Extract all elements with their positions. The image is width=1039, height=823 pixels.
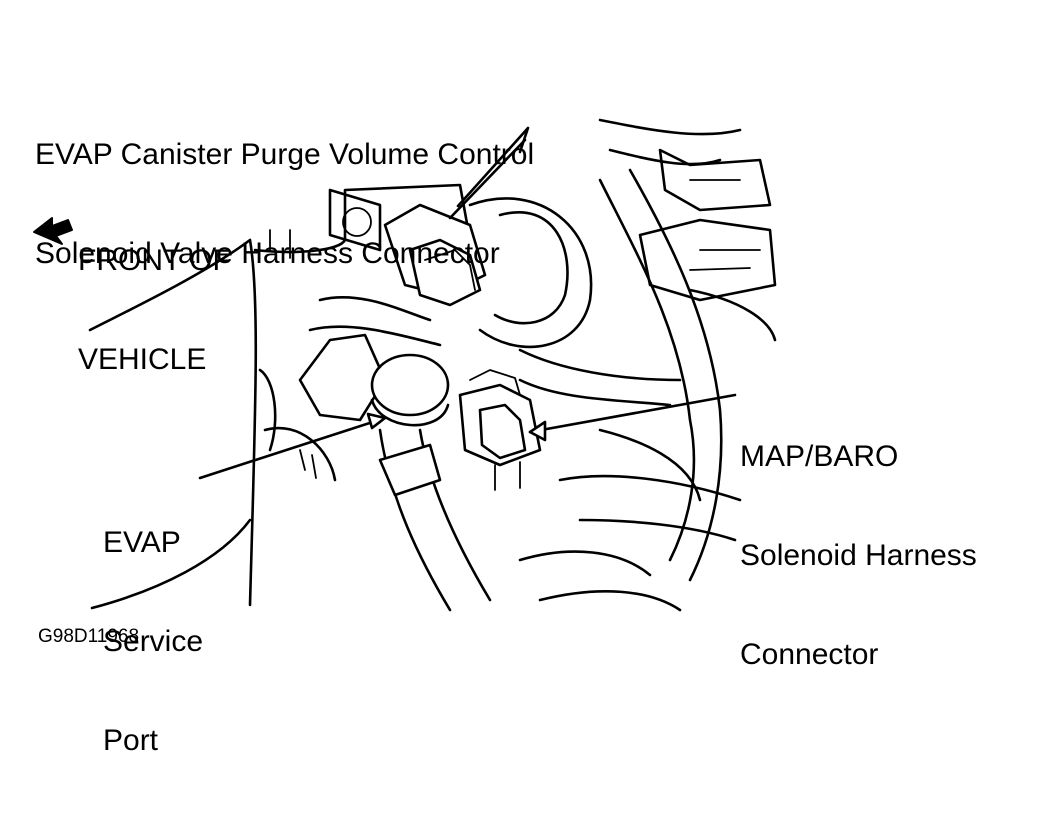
evap-purge-label: EVAP Canister Purge Volume Control Solen… <box>35 72 534 336</box>
map-baro-arrowhead <box>528 420 547 442</box>
evap-purge-label-line-1: EVAP Canister Purge Volume Control <box>35 138 535 171</box>
map-baro-label-line-3: Connector <box>740 638 879 671</box>
front-of-vehicle-line-1: FRONT OF <box>78 244 231 277</box>
map-baro-label-line-2: Solenoid Harness <box>740 539 977 572</box>
map-baro-label-line-1: MAP/BARO <box>740 440 899 473</box>
map-baro-leader-line <box>528 393 737 434</box>
evap-purge-leader-arrowhead <box>456 126 530 208</box>
front-of-vehicle-line-2: VEHICLE <box>78 343 207 376</box>
evap-service-port-line-1: EVAP <box>103 526 181 559</box>
evap-service-port-line-2: Service <box>103 625 204 658</box>
evap-purge-label-line-2: Solenoid Valve Harness Connector <box>35 237 500 270</box>
evap-service-port-line-3: Port <box>103 724 159 757</box>
engine-bay-drawing <box>88 118 777 612</box>
evap-port-arrowhead <box>366 412 387 430</box>
map-baro-label: MAP/BARO Solenoid Harness Connector <box>740 374 977 737</box>
evap-port-leader-line <box>198 416 387 480</box>
figure-id: G98D11968 <box>38 626 140 647</box>
front-of-vehicle-label: FRONT OF VEHICLE <box>78 178 231 442</box>
arrow-left-icon <box>33 217 73 245</box>
engine-diagram: EVAP Canister Purge Volume Control Solen… <box>33 72 977 757</box>
evap-purge-leader-line <box>448 138 527 220</box>
